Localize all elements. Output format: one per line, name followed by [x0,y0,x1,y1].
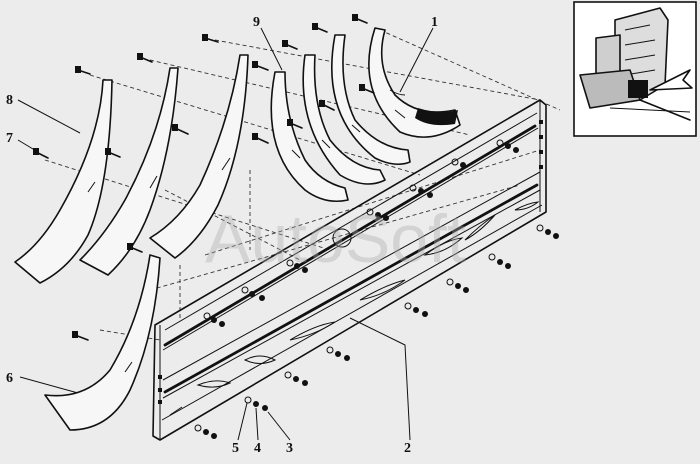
callout-1: 1 [431,15,438,30]
callout-6: 6 [6,371,13,386]
nuts-and-washers [194,139,559,439]
left-blades [14,54,249,431]
callout-9: 9 [253,15,260,30]
watermark-text: AutoSoft [205,201,466,277]
callout-8: 8 [6,93,13,108]
inset-thumbnail [573,1,697,137]
callout-2: 2 [404,441,411,456]
callout-4: 4 [254,441,261,456]
bolts [33,14,375,341]
upper-blades [270,27,461,203]
callout-3: 3 [286,441,293,456]
leader-lines [17,27,434,441]
callout-7: 7 [6,131,13,146]
main-frame [152,99,547,441]
callout-5: 5 [232,441,239,456]
